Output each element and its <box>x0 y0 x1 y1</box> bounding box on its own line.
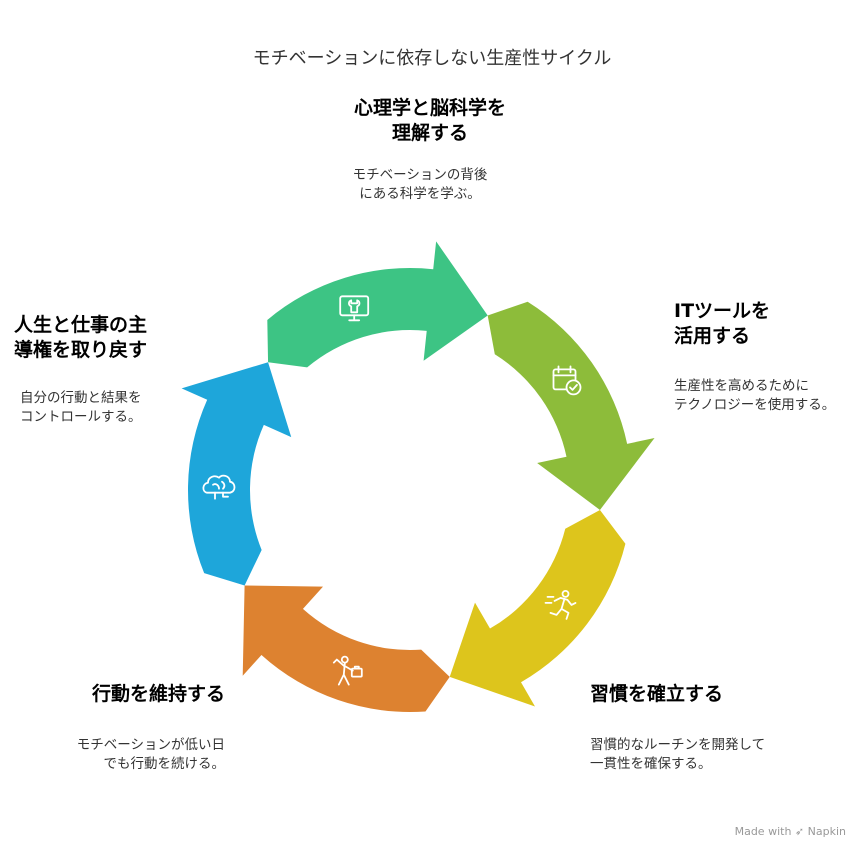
step-3-description: 習慣的なルーチンを開発して 一貫性を確保する。 <box>590 736 830 774</box>
step-1-description: モチベーションの背後 にある科学を学ぶ。 <box>300 166 540 204</box>
step-4-desc-line-2: でも行動を続ける。 <box>103 756 226 772</box>
step-3-desc-line-2: 一貫性を確保する。 <box>590 756 712 772</box>
step-3-title-line-1: 習慣を確立する <box>590 683 724 705</box>
cycle-segment-4 <box>449 509 626 707</box>
step-1-title: 心理学と脳科学を 理解する <box>290 96 570 146</box>
step-2-title-line-1: ITツールを <box>674 300 771 322</box>
napkin-brand-label: Napkin <box>807 825 846 838</box>
step-5-description: 自分の行動と結果を コントロールする。 <box>20 389 190 427</box>
step-2-desc-line-2: テクノロジーを使用する。 <box>674 397 836 413</box>
made-with-napkin[interactable]: Made with ➶ Napkin <box>735 825 846 838</box>
step-5-title: 人生と仕事の主 導権を取り戻す <box>14 313 184 363</box>
made-with-label: Made with <box>734 825 792 838</box>
cycle-segment-1 <box>181 362 292 586</box>
step-1-title-line-1: 心理学と脳科学を <box>353 97 506 119</box>
step-5-desc-line-2: コントロールする。 <box>20 409 142 425</box>
step-5-title-line-2: 導権を取り戻す <box>14 339 148 361</box>
step-1-title-line-2: 理解する <box>391 122 468 144</box>
monitor-wrench-icon <box>339 295 370 322</box>
step-1-desc-line-2: にある科学を学ぶ。 <box>359 186 481 202</box>
step-3-desc-line-1: 習慣的なルーチンを開発して <box>590 737 766 753</box>
step-4-title: 行動を維持する <box>20 682 225 707</box>
step-3-title: 習慣を確立する <box>590 682 830 707</box>
step-4-desc-line-1: モチベーションが低い日 <box>76 737 225 753</box>
person-briefcase-icon <box>332 655 363 686</box>
diagram-title: モチベーションに依存しない生産性サイクル <box>252 48 612 69</box>
cycle-segment-3 <box>487 301 655 510</box>
calendar-check-icon <box>552 365 582 396</box>
cycle-segment-5 <box>242 585 450 713</box>
running-person-icon <box>544 590 577 620</box>
step-2-title-line-2: 活用する <box>674 325 751 347</box>
step-4-title-line-1: 行動を維持する <box>91 683 225 705</box>
cycle-segment-2 <box>267 241 488 368</box>
step-4-description: モチベーションが低い日 でも行動を続ける。 <box>10 736 225 774</box>
step-5-title-line-1: 人生と仕事の主 <box>14 314 148 336</box>
napkin-logo-icon: ➶ <box>794 825 805 838</box>
step-5-desc-line-1: 自分の行動と結果を <box>20 390 142 406</box>
brain-icon <box>202 474 236 500</box>
step-2-desc-line-1: 生産性を高めるために <box>674 378 809 394</box>
step-2-title: ITツールを 活用する <box>674 299 854 349</box>
step-2-description: 生産性を高めるために テクノロジーを使用する。 <box>674 377 854 415</box>
step-1-desc-line-1: モチベーションの背後 <box>352 167 488 183</box>
